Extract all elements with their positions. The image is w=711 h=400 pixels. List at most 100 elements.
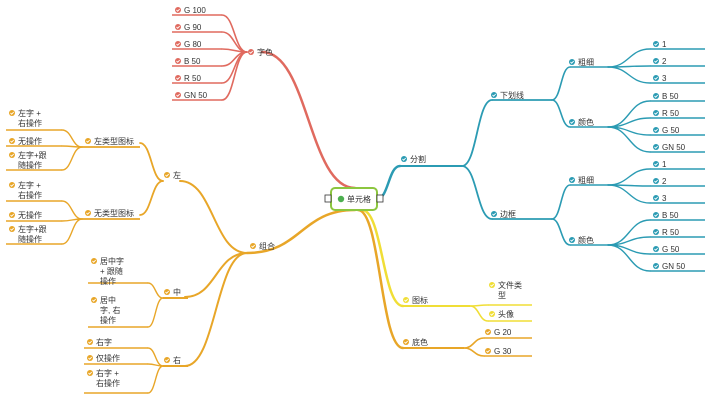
check-mark-icon — [492, 93, 497, 97]
underline-color[interactable]: 颜色 — [569, 117, 594, 127]
check-mark-icon — [10, 111, 15, 115]
connector — [356, 208, 405, 350]
font-color-item-g-80[interactable]: G 80 — [175, 40, 202, 49]
check-mark-icon — [10, 139, 15, 143]
border-thickness-item-2[interactable]: 2 — [653, 177, 667, 186]
node-label: 无操作 — [18, 210, 42, 220]
check-mark-icon — [404, 340, 409, 344]
root-right-handle[interactable] — [376, 194, 384, 203]
combo-left-no-icon[interactable]: 无类型图标 — [85, 208, 134, 218]
check-mark-icon — [251, 244, 256, 248]
font-color-item-g-100[interactable]: G 100 — [175, 6, 206, 15]
icon-item-1[interactable]: 头像 — [489, 309, 514, 319]
font-color-item-b-50[interactable]: B 50 — [175, 57, 201, 66]
check-icon — [489, 311, 495, 317]
node-label: 分割 — [410, 154, 426, 164]
combo-right[interactable]: 右 — [164, 355, 181, 365]
check-mark-icon — [486, 330, 491, 334]
font-color-item-gn-50[interactable]: GN 50 — [175, 91, 208, 100]
border-color-item-g-50[interactable]: G 50 — [653, 245, 680, 254]
node-label: G 50 — [662, 245, 680, 254]
combo-right-item-1[interactable]: 仅操作 — [87, 353, 120, 363]
no-type-icon-item-1[interactable]: 无操作 — [9, 210, 42, 220]
border-thickness[interactable]: 粗细 — [569, 175, 594, 185]
check-icon — [87, 370, 93, 376]
border-thickness-item-3[interactable]: 3 — [653, 194, 667, 203]
check-mark-icon — [176, 42, 181, 46]
check-icon — [653, 41, 659, 47]
combo-right-item-0[interactable]: 右字 — [87, 337, 112, 347]
combo-left[interactable]: 左 — [164, 170, 181, 180]
border-color[interactable]: 颜色 — [569, 235, 594, 245]
node-label: 右操作 — [18, 118, 42, 128]
check-mark-icon — [570, 60, 575, 64]
node-label: 左字+跟 — [18, 224, 47, 234]
underline-thickness[interactable]: 粗细 — [569, 57, 594, 67]
check-icon — [653, 161, 659, 167]
split-underline[interactable]: 下划线 — [491, 90, 524, 100]
check-mark-icon — [404, 298, 409, 302]
check-icon — [569, 59, 575, 65]
border-color-item-b-50[interactable]: B 50 — [653, 211, 679, 220]
check-mark-icon — [654, 111, 659, 115]
check-mark-icon — [654, 42, 659, 46]
connector — [607, 48, 651, 68]
node-label: B 50 — [184, 57, 201, 66]
branch-font-color[interactable]: 字色 — [248, 47, 273, 57]
connector — [221, 51, 248, 101]
font-color-item-r-50[interactable]: R 50 — [175, 74, 201, 83]
node-label: + 跟随 — [100, 266, 123, 276]
underline-color-item-g-50[interactable]: G 50 — [653, 126, 680, 135]
connector — [463, 337, 485, 349]
connector — [551, 184, 571, 220]
combo-center-item-1[interactable]: 居中字, 右操作 — [91, 295, 120, 325]
bg-color-item-g-20[interactable]: G 20 — [485, 328, 512, 337]
root-node[interactable]: 单元格 — [324, 187, 384, 211]
connector — [139, 142, 164, 182]
border-color-item-r-50[interactable]: R 50 — [653, 228, 679, 237]
check-icon — [87, 339, 93, 345]
bg-color-item-g-30[interactable]: G 30 — [485, 347, 512, 356]
branch-combo[interactable]: 组合 — [250, 241, 275, 251]
check-mark-icon — [654, 264, 659, 268]
left-type-icon-item-0[interactable]: 左字 +右操作 — [9, 108, 42, 128]
check-mark-icon — [570, 178, 575, 182]
underline-thickness-item-3[interactable]: 3 — [653, 74, 667, 83]
underline-color-item-b-50[interactable]: B 50 — [653, 92, 679, 101]
node-label: 粗细 — [578, 175, 594, 185]
underline-thickness-item-1[interactable]: 1 — [653, 40, 667, 49]
combo-left-type-icon[interactable]: 左类型图标 — [85, 136, 134, 146]
branch-bg-color[interactable]: 底色 — [403, 337, 428, 347]
node-label: G 90 — [184, 23, 202, 32]
node-label: G 20 — [494, 328, 512, 337]
node-label: B 50 — [662, 92, 679, 101]
connector — [147, 365, 164, 394]
no-type-icon-item-0[interactable]: 左字 +右操作 — [9, 180, 42, 200]
check-mark-icon — [490, 283, 495, 287]
check-icon — [9, 152, 15, 158]
border-color-item-gn-50[interactable]: GN 50 — [653, 262, 686, 271]
border-thickness-item-1[interactable]: 1 — [653, 160, 667, 169]
underline-thickness-item-2[interactable]: 2 — [653, 57, 667, 66]
check-icon — [401, 156, 407, 162]
node-label: 右操作 — [18, 190, 42, 200]
branch-split[interactable]: 分割 — [401, 154, 426, 164]
node-label: 仅操作 — [96, 353, 120, 363]
font-color-item-g-90[interactable]: G 90 — [175, 23, 202, 32]
combo-right-item-2[interactable]: 右字 +右操作 — [87, 368, 120, 388]
node-label: R 50 — [662, 109, 679, 118]
underline-color-item-gn-50[interactable]: GN 50 — [653, 143, 686, 152]
left-type-icon-item-1[interactable]: 无操作 — [9, 136, 42, 146]
underline-color-item-r-50[interactable]: R 50 — [653, 109, 679, 118]
connector — [607, 168, 651, 186]
root-left-handle[interactable] — [324, 194, 332, 203]
check-mark-icon — [654, 94, 659, 98]
combo-center[interactable]: 中 — [164, 287, 181, 297]
branch-icon[interactable]: 图标 — [403, 295, 428, 305]
split-border[interactable]: 边框 — [491, 209, 516, 219]
